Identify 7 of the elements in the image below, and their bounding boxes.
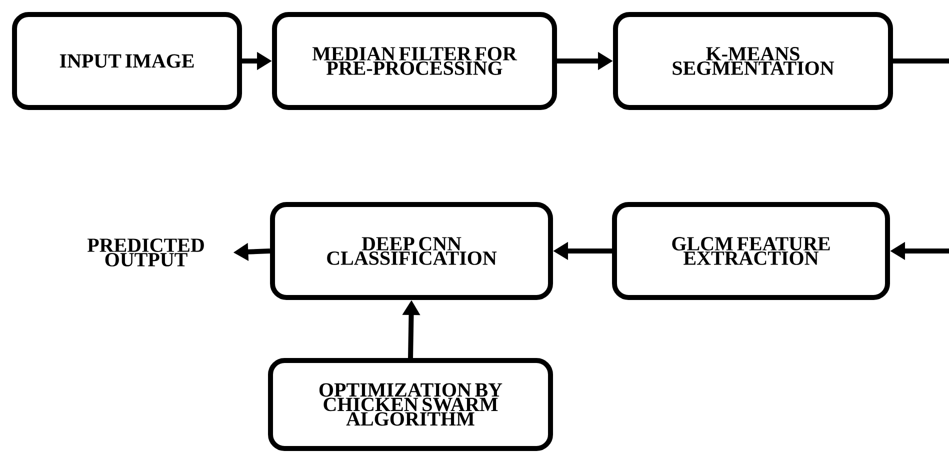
process-box: OPTIMIZATION BY CHICKEN SWARM ALGORITHM (268, 358, 553, 451)
process-box: INPUT IMAGE (12, 12, 242, 110)
process-box: MEDIAN FILTER FOR PRE-PROCESSING (272, 12, 557, 110)
output-text: PREDICTED OUTPUT (87, 238, 204, 266)
process-box: DEEP CNN CLASSIFICATION (270, 202, 553, 300)
process-box: K-MEANS SEGMENTATION (613, 12, 893, 110)
process-box: GLCM FEATURE EXTRACTION (612, 202, 890, 300)
